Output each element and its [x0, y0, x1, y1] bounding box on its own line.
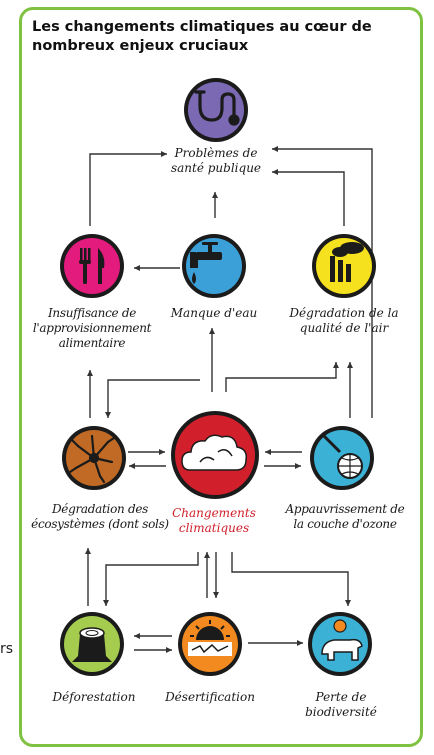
node-biodiversite	[308, 612, 372, 676]
label-biodiversite: Perte de biodiversité	[305, 690, 377, 719]
connectors	[85, 146, 373, 653]
diagram-title: Les changements climatiques au cœur de n…	[32, 19, 372, 54]
label-climat: Changements climatiques	[172, 506, 256, 535]
node-eau	[182, 234, 246, 298]
cloud-icon	[181, 434, 248, 471]
arrow-air-to-sante	[272, 169, 345, 226]
cropped-side-text: rs	[0, 641, 14, 657]
node-sante	[184, 78, 248, 142]
globe-ray-icon	[322, 434, 363, 479]
faucet-icon	[190, 242, 222, 284]
fork-knife-icon	[79, 248, 105, 284]
arrow-climat-to-deforestation	[103, 552, 199, 606]
node-climat	[171, 411, 259, 499]
arrow-ozone-to-sante	[272, 146, 373, 418]
cracked-soil-icon	[68, 434, 116, 484]
arrow-climat-to-ecosystemes-top	[105, 379, 200, 418]
node-desertification	[178, 612, 242, 676]
arrow-alimentation-to-sante	[89, 151, 167, 226]
label-ozone: Appauvrissement de la couche d'ozone	[285, 502, 405, 531]
label-ecosystemes: Dégradation des écosystèmes (dont sols)	[31, 502, 169, 531]
node-air	[312, 234, 376, 298]
label-deforestation: Déforestation	[52, 690, 136, 704]
label-alimentation: Insuffisance de l'approvisionnement alim…	[32, 306, 152, 350]
arrow-climat-to-biodiversite	[231, 552, 351, 606]
polar-bear-icon	[321, 619, 363, 661]
sun-desert-icon	[188, 620, 232, 656]
label-sante: Problèmes de santé publique	[170, 146, 262, 175]
node-ecosystemes	[62, 426, 126, 490]
node-deforestation	[60, 612, 124, 676]
label-air: Dégradation de la qualité de l'air	[289, 306, 399, 335]
label-eau: Manque d'eau	[170, 306, 258, 320]
node-alimentation	[60, 234, 124, 298]
factory-icon	[330, 242, 364, 282]
label-desertification: Désertification	[165, 690, 255, 704]
stethoscope-icon	[194, 90, 240, 126]
node-ozone	[310, 426, 374, 490]
tree-stump-icon	[72, 627, 112, 662]
arrow-climat-to-air	[225, 362, 339, 392]
